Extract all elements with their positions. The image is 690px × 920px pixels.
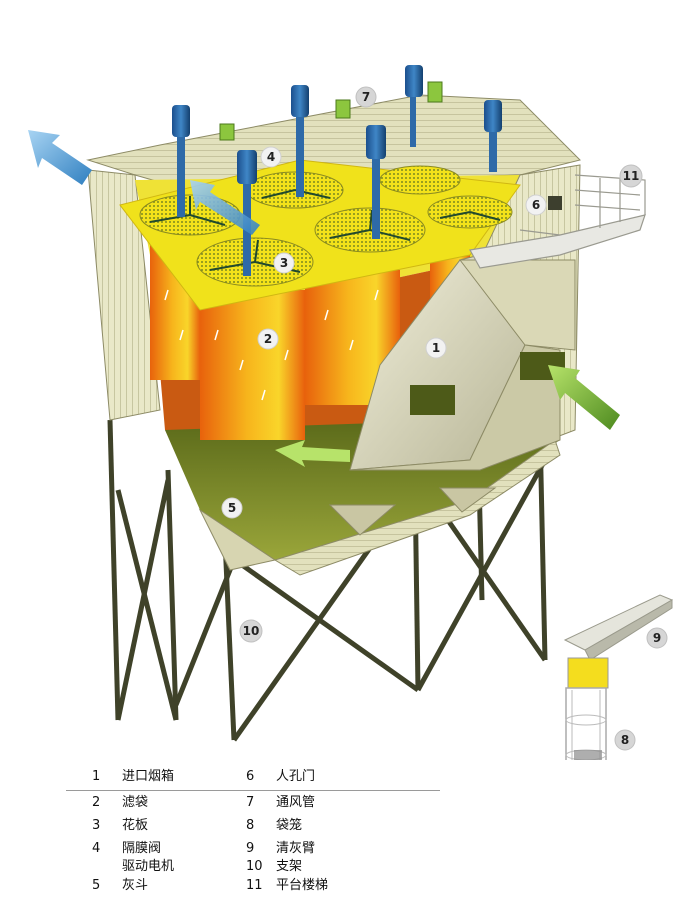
callout-8-label: 8 — [621, 733, 629, 747]
legend-item-1: 1 进口烟箱 — [92, 768, 174, 786]
legend-number: 5 — [92, 878, 101, 893]
legend-number: 3 — [92, 818, 101, 833]
legend-number: 4 — [92, 841, 101, 856]
legend-item-11: 11 平台楼梯 — [246, 877, 328, 895]
manhole-door — [548, 196, 562, 210]
callout-1: 1 — [425, 337, 447, 359]
legend-divider — [66, 790, 440, 791]
legend-label: 平台楼梯 — [276, 878, 329, 893]
legend-item-5: 5 灰斗 — [92, 877, 148, 895]
legend-label: 隔膜阀 驱动电机 — [122, 841, 175, 874]
outlet-arrow — [28, 130, 92, 185]
inlet-plenum — [349, 254, 576, 471]
legend-item-9: 9 清灰臂 — [246, 840, 315, 858]
platform-railing — [469, 174, 646, 269]
legend-number: 6 — [246, 769, 255, 784]
inlet-arrow — [548, 365, 620, 430]
legend-item-4: 4 隔膜阀 驱动电机 — [92, 840, 174, 876]
legend-item-8: 8 袋笼 — [246, 817, 302, 835]
callout-11-label: 11 — [623, 169, 640, 183]
callout-1-label: 1 — [432, 341, 440, 355]
callout-7-label: 7 — [362, 90, 370, 104]
legend-label: 清灰臂 — [276, 841, 316, 856]
dust-collector-diagram: 1 2 3 4 5 6 7 8 9 10 11 — [28, 65, 674, 760]
legend-number: 10 — [246, 859, 263, 874]
legend-number: 9 — [246, 841, 255, 856]
legend-label: 人孔门 — [276, 769, 316, 784]
legend-item-10: 10 支架 — [246, 858, 302, 876]
legend-item-2: 2 滤袋 — [92, 794, 148, 812]
legend-label: 支架 — [276, 859, 303, 874]
bag-cage — [565, 657, 609, 760]
legend-item-3: 3 花板 — [92, 817, 148, 835]
legend-label: 进口烟箱 — [122, 769, 175, 784]
callout-9-label: 9 — [653, 631, 661, 645]
legend-number: 11 — [246, 878, 263, 893]
callout-6: 6 — [525, 194, 547, 216]
callout-10-label: 10 — [243, 624, 260, 638]
interior-green-arrow — [275, 440, 350, 467]
valve-drives — [172, 65, 502, 276]
callout-11: 11 — [619, 164, 643, 188]
callout-9: 9 — [646, 627, 668, 649]
vent-pipes — [219, 81, 443, 141]
callout-3: 3 — [273, 252, 295, 274]
legend-number: 7 — [246, 795, 255, 810]
callout-8: 8 — [614, 729, 636, 751]
callout-2: 2 — [257, 328, 279, 350]
callout-7: 7 — [355, 86, 377, 108]
legend-item-7: 7 通风管 — [246, 794, 315, 812]
legend-number: 8 — [246, 818, 255, 833]
legend-label: 花板 — [122, 818, 149, 833]
legend-label: 灰斗 — [122, 878, 149, 893]
callout-4: 4 — [260, 146, 282, 168]
legend: 1 进口烟箱 2 滤袋 3 花板 4 隔膜阀 驱动电机 5 灰斗 6 人孔门 7… — [0, 760, 690, 920]
legend-label: 通风管 — [276, 795, 316, 810]
legend-label: 袋笼 — [276, 818, 303, 833]
callout-5: 5 — [221, 497, 243, 519]
legend-number: 2 — [92, 795, 101, 810]
legend-item-6: 6 人孔门 — [246, 768, 315, 786]
callout-6-label: 6 — [532, 198, 540, 212]
interior-blue-arrow — [190, 180, 260, 235]
callout-4-label: 4 — [267, 150, 275, 164]
callout-2-label: 2 — [264, 332, 272, 346]
legend-number: 1 — [92, 769, 101, 784]
callout-3-label: 3 — [280, 256, 288, 270]
callout-10: 10 — [239, 619, 263, 643]
callout-5-label: 5 — [228, 501, 236, 515]
legend-label: 滤袋 — [122, 795, 149, 810]
